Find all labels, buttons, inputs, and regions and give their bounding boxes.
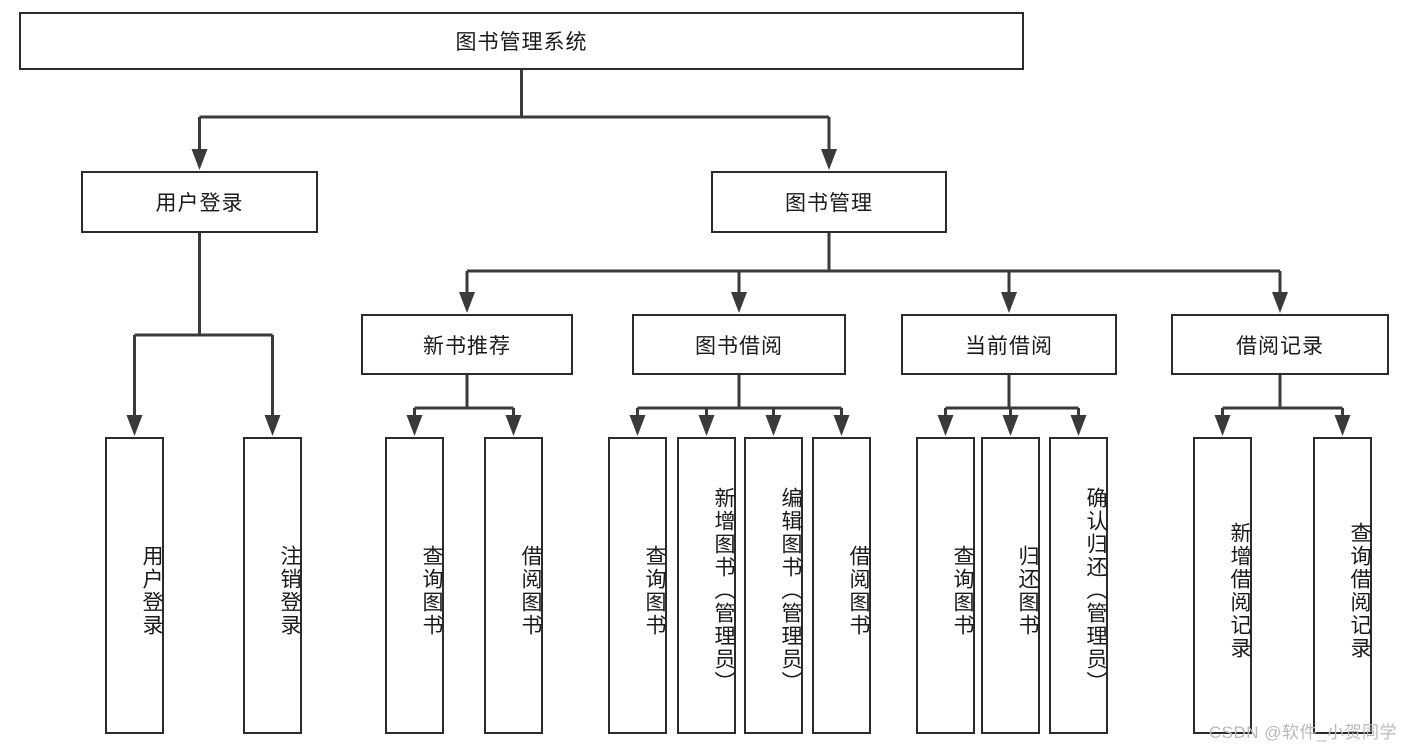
node-newbook[interactable]: 新书推荐 (361, 314, 573, 375)
node-leaf12[interactable]: 新增借阅记录 (1193, 437, 1252, 734)
node-label: 查询借阅记录 (1348, 521, 1371, 660)
node-leaf9[interactable]: 查询图书 (916, 437, 975, 734)
node-leaf8[interactable]: 借阅图书 (812, 437, 871, 734)
node-label: 用户登录 (140, 544, 163, 637)
node-leaf7[interactable]: 编辑图书（管理员） (744, 437, 803, 734)
node-bookmgmt[interactable]: 图书管理 (711, 171, 947, 233)
node-label: 查询图书 (420, 544, 443, 637)
node-leaf3[interactable]: 查询图书 (385, 437, 444, 734)
node-borrow[interactable]: 图书借阅 (632, 314, 846, 375)
node-label: 借阅图书 (519, 544, 542, 637)
node-record[interactable]: 借阅记录 (1171, 314, 1389, 375)
node-label: 新增图书（管理员） (712, 487, 735, 694)
node-label: 图书管理系统 (455, 31, 588, 54)
node-leaf4[interactable]: 借阅图书 (484, 437, 543, 734)
node-label: 新增借阅记录 (1228, 521, 1251, 660)
node-leaf10[interactable]: 归还图书 (981, 437, 1040, 734)
node-label: 查询图书 (643, 544, 666, 637)
node-root[interactable]: 图书管理系统 (19, 12, 1024, 70)
node-label: 当前借阅 (965, 334, 1053, 358)
node-label: 图书管理 (785, 192, 873, 215)
node-label: 编辑图书（管理员） (779, 487, 802, 694)
node-leaf1[interactable]: 用户登录 (105, 437, 164, 734)
node-leaf5[interactable]: 查询图书 (608, 437, 667, 734)
node-label: 确认归还（管理员） (1084, 487, 1107, 694)
node-login[interactable]: 用户登录 (81, 171, 318, 233)
node-label: 查询图书 (951, 544, 974, 637)
node-label: 借阅记录 (1236, 334, 1324, 358)
node-current[interactable]: 当前借阅 (901, 314, 1117, 375)
node-leaf2[interactable]: 注销登录 (243, 437, 302, 734)
node-leaf11[interactable]: 确认归还（管理员） (1049, 437, 1108, 734)
node-label: 归还图书 (1016, 544, 1039, 637)
node-label: 注销登录 (278, 544, 301, 637)
node-label: 用户登录 (155, 192, 244, 215)
csdn-watermark: CSDN @软件_小贺同学 (1208, 723, 1397, 742)
node-leaf6[interactable]: 新增图书（管理员） (677, 437, 736, 734)
node-leaf13[interactable]: 查询借阅记录 (1313, 437, 1372, 734)
node-label: 新书推荐 (423, 334, 511, 358)
node-label: 图书借阅 (695, 334, 783, 358)
node-label: 借阅图书 (847, 544, 870, 637)
